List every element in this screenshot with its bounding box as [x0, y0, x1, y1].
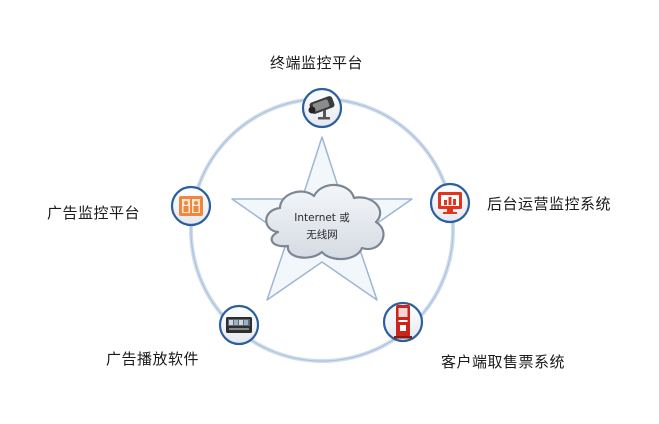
label-ad-monitoring: 广告监控平台	[47, 204, 141, 222]
node-terminal-monitoring	[301, 87, 343, 129]
label-terminal-monitoring: 终端监控平台	[270, 54, 364, 72]
label-backend-operations: 后台运营监控系统	[487, 195, 612, 213]
ad-monitor-icon	[179, 196, 203, 216]
node-ad-player	[218, 304, 260, 346]
monitor-icon	[438, 192, 462, 214]
label-ticket-system: 客户端取售票系统	[441, 353, 566, 371]
label-ad-player: 广告播放软件	[106, 350, 200, 368]
security-camera-icon	[308, 96, 335, 120]
ticket-kiosk-icon	[394, 305, 412, 339]
network-label-line2: 无线网	[306, 229, 338, 241]
node-backend-operations	[429, 182, 471, 224]
cloud-icon	[265, 183, 385, 261]
media-player-icon	[226, 317, 252, 333]
network-label-line1: Internet 或	[294, 212, 350, 224]
node-ad-monitoring	[170, 185, 212, 227]
node-ticket-system	[382, 301, 424, 343]
